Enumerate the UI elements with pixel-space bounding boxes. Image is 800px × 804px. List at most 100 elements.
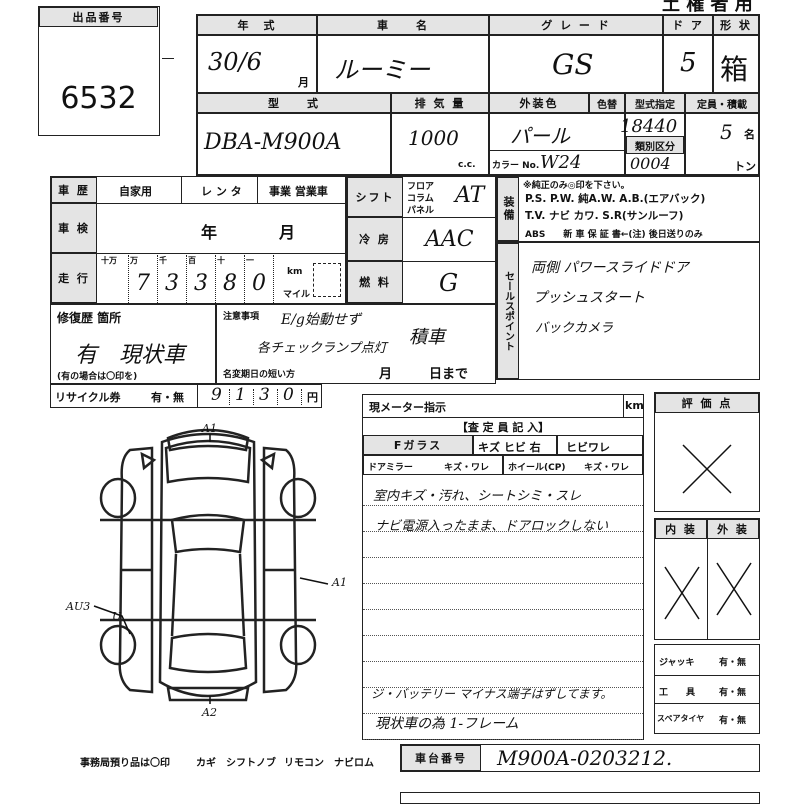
- right-side-panel: [262, 446, 298, 694]
- note-line: [363, 583, 643, 584]
- tire-front-right: [279, 477, 317, 519]
- color-no-value: W24: [540, 152, 582, 173]
- color-divider: [490, 150, 626, 151]
- grade-label: グ レ ー ド: [489, 15, 663, 35]
- model-value: DBA-M900A: [204, 130, 342, 155]
- shift-option-column: コラム: [407, 194, 434, 204]
- tire-rear-left: [99, 624, 137, 666]
- mark-front: A1: [201, 422, 217, 435]
- ac-label: 冷 房: [347, 217, 403, 261]
- equipment-line-1: P.S. P.W. 純A.W. A.B.(エアバック): [525, 193, 706, 205]
- mileage-digit-value: 0: [252, 271, 266, 296]
- mileage-digit-value: 3: [194, 271, 208, 296]
- displacement-value: 1000: [408, 126, 459, 150]
- deadline-month: 月: [379, 367, 393, 382]
- recycle-digit-sep: [253, 389, 254, 405]
- caution-line-1: E/g始動せず: [281, 312, 361, 328]
- mileage-digit-cell: 十万: [99, 255, 129, 303]
- mirror-right: [259, 451, 276, 471]
- recycle-options: 有・無: [151, 391, 184, 404]
- office-item-key: カギ: [196, 758, 216, 769]
- capacity-label: 定員・積載: [685, 93, 759, 113]
- recycle-digit-sep: [277, 389, 278, 405]
- inspection-note-4: 現状車の為 1-フレーム: [375, 716, 519, 732]
- inspection-note-1: 室内キズ・汚れ、シートシミ・スレ: [373, 489, 582, 504]
- mileage-digit-label: 一: [246, 256, 254, 265]
- ac-value: AAC: [425, 227, 474, 252]
- equipment-note: ※純正のみ◎印を下さい。: [523, 181, 630, 191]
- note-line: [363, 687, 643, 688]
- capacity-unit: 名: [744, 128, 755, 141]
- color-cell: パール カラー No. W24: [489, 113, 626, 175]
- wheel-options: キズ・ワレ: [584, 463, 630, 473]
- type-designation-value: 18440: [620, 116, 678, 137]
- type-designation-cell: 18440 類別区分 0004: [620, 113, 685, 175]
- history-option-private: 自家用: [119, 185, 152, 198]
- mileage-digit-label: 十: [217, 256, 225, 265]
- deadline-day: 日まで: [429, 367, 469, 382]
- inspection-label: 車 検: [51, 203, 97, 253]
- displacement-cell: 1000 c.c.: [391, 113, 489, 175]
- note-line: [363, 609, 643, 610]
- recycle-unit: 円: [307, 391, 318, 404]
- wheel-label: ホイール(CP): [508, 463, 566, 473]
- category-value: 0004: [630, 154, 671, 173]
- diagram-arrows: [93, 434, 329, 704]
- recycle-digit: 1: [235, 385, 246, 405]
- mileage-digit-label: 十万: [101, 256, 117, 265]
- note-line: [363, 505, 643, 506]
- sales-points-label: セールスポイント: [497, 243, 519, 379]
- color-label: 外装色: [489, 93, 589, 113]
- body-label: 形 状: [713, 15, 759, 35]
- name-value: ルーミー: [334, 56, 430, 84]
- shift-value: AT: [455, 183, 485, 208]
- inspection-row-divider: [51, 253, 345, 254]
- rear-window: [168, 632, 248, 674]
- displacement-label: 排 気 量: [391, 93, 489, 113]
- left-side-panel: [118, 446, 154, 694]
- caution-block: 注意事項 E/g始動せず 各チェックランプ点灯 積車 名変期日の短い方 月 日ま…: [216, 304, 496, 384]
- interior-cross: [664, 566, 700, 620]
- interior-label: 内 装: [655, 519, 707, 539]
- lot-dash: [162, 58, 174, 59]
- specs-divider-2: [347, 261, 495, 262]
- car-diagram: A1 A1 AU3 U A2: [65, 422, 347, 719]
- year-month-unit: 月: [298, 76, 309, 89]
- wheel-cell: ホイール(CP) キズ・ワレ: [503, 455, 643, 475]
- bottom-empty-block: [400, 792, 760, 804]
- shift-option-panel: パネル: [407, 206, 435, 216]
- mileage-digit-label: 百: [188, 256, 196, 265]
- category-label: 類別区分: [626, 136, 684, 154]
- repair-value: 有 現状車: [75, 343, 186, 368]
- history-option-business: 事業 営業車: [269, 185, 328, 198]
- tool-options: 有・無: [719, 688, 747, 698]
- note-line: [363, 531, 643, 532]
- front-hood: [164, 439, 252, 484]
- recycle-digit-sep: [229, 389, 230, 405]
- interior-exterior-block: 内 装 外 装: [654, 518, 760, 640]
- year-label: 年 式: [197, 15, 317, 35]
- exterior-cross: [716, 562, 752, 616]
- mirror-cell: ドアミラー キズ・ワレ: [363, 455, 503, 475]
- mileage-label: 走 行: [51, 253, 97, 303]
- rating-block: 評 価 点: [654, 392, 760, 512]
- body-value: 箱: [720, 53, 749, 86]
- inspection-year-unit: 年: [201, 223, 218, 242]
- jack-options: 有・無: [719, 658, 747, 668]
- recycle-digit: 9: [211, 385, 222, 405]
- office-item-navirom: ナビロム: [334, 758, 374, 769]
- mirror-label: ドアミラー: [368, 463, 413, 473]
- office-item-shiftknob: シフトノブ: [226, 758, 276, 769]
- mileage-check-box: [313, 263, 341, 297]
- inspection-note-3: ジ・バッテリー マイナス端子はずしてます。: [371, 687, 613, 701]
- mileage-digit-value: 7: [136, 271, 150, 296]
- doors-label: ド ア: [663, 15, 713, 35]
- caution-label: 注意事項: [223, 312, 260, 322]
- sales-point-1: 両側 パワースライドドア: [531, 260, 689, 276]
- repair-note: (有の場合は〇印を): [57, 372, 138, 382]
- lot-number-value: 6532: [60, 81, 137, 116]
